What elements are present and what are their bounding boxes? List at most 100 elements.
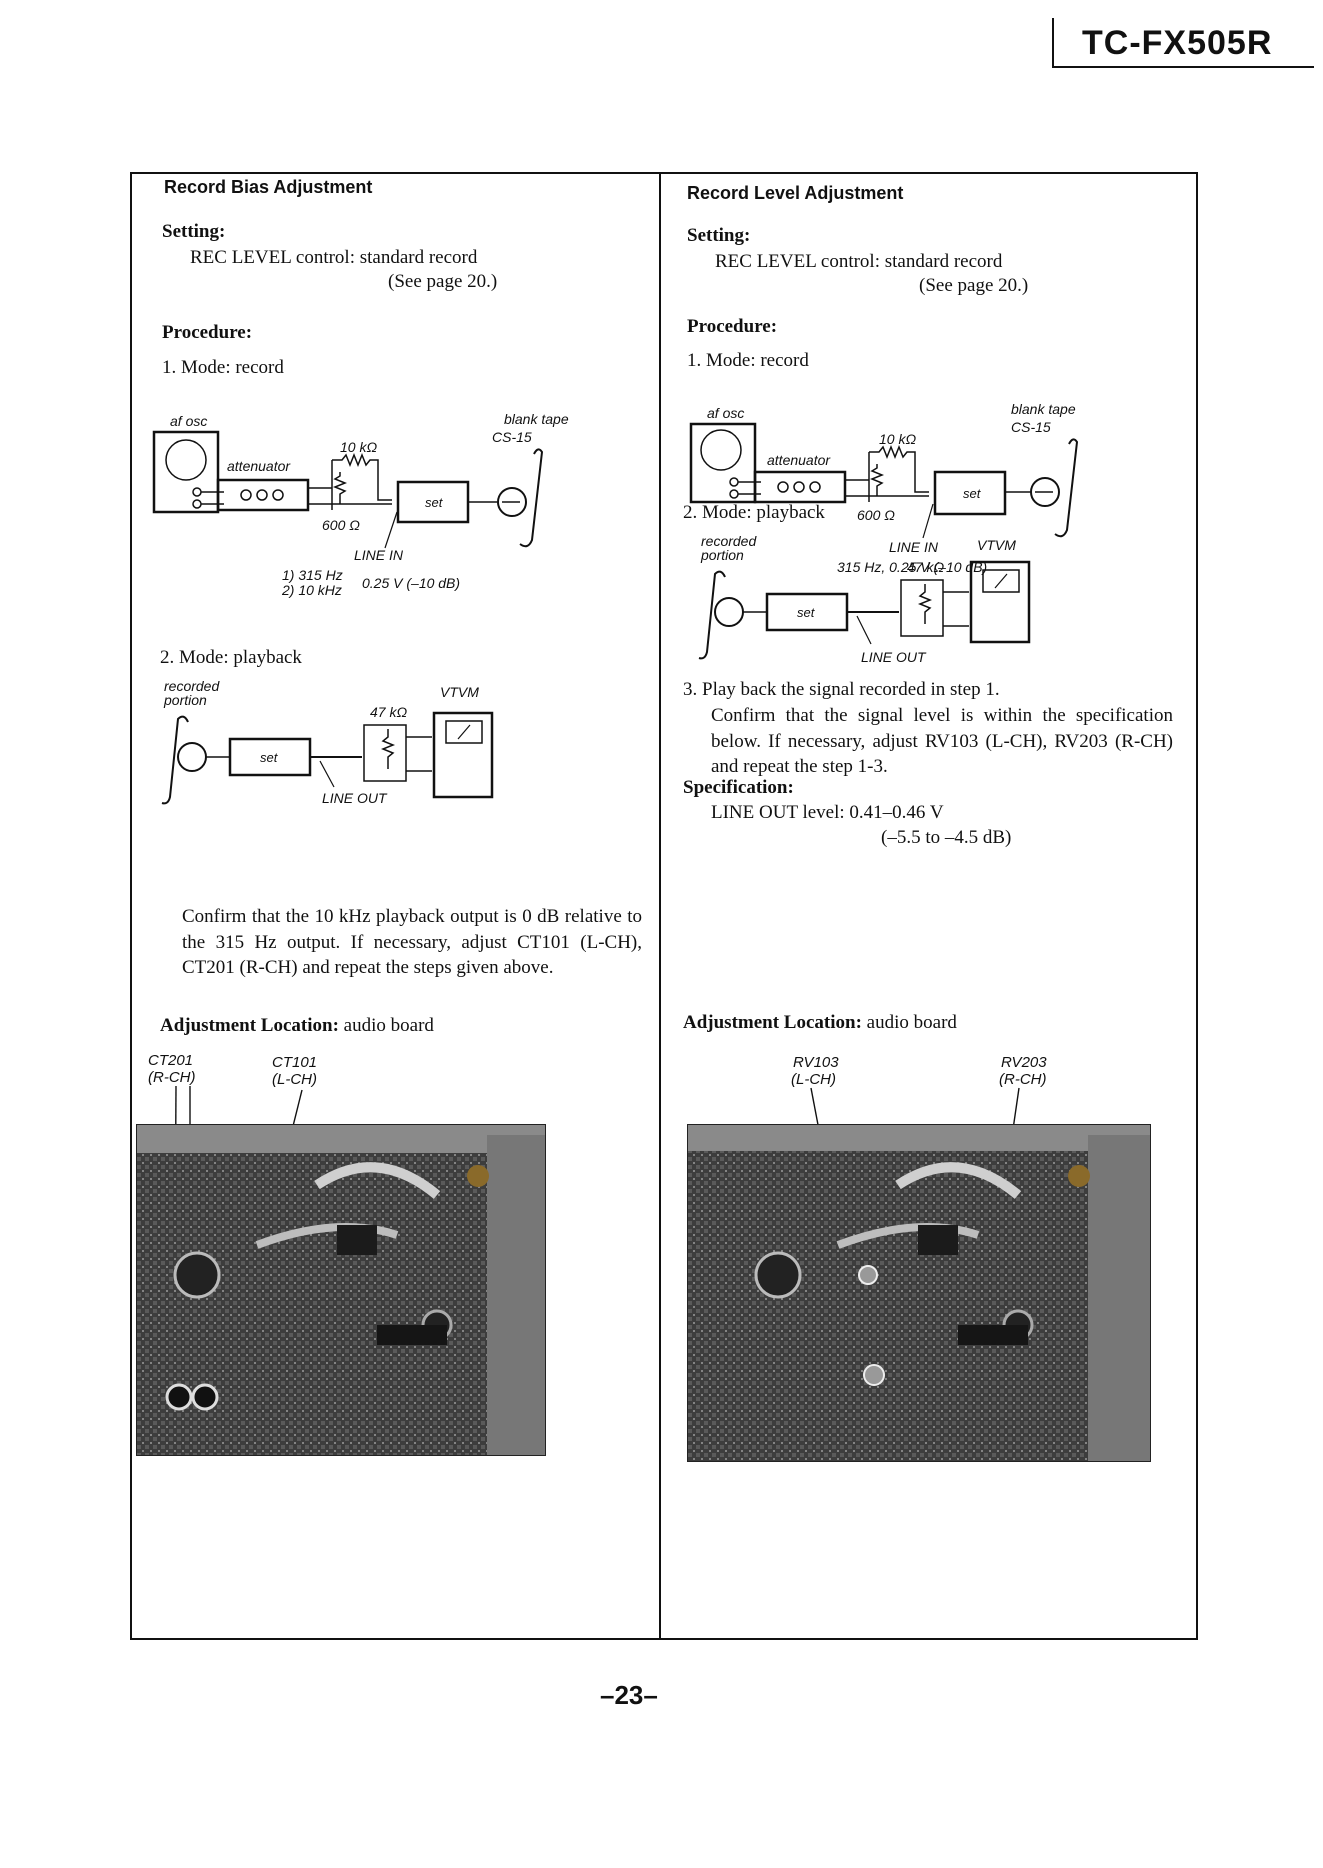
playback-head-icon xyxy=(177,742,207,772)
confirm-text: Confirm that the 10 kHz playback output … xyxy=(182,906,642,978)
content-frame xyxy=(130,172,1198,1640)
model-number: TC-FX505R xyxy=(1052,18,1314,68)
vtvm-box xyxy=(969,560,1031,644)
resistor-10k-label: 10 kΩ xyxy=(879,431,916,447)
oscillator-dial-icon xyxy=(700,429,742,471)
blank-tape-label: blank tape xyxy=(504,411,569,427)
specification-line: LINE OUT level: 0.41–0.46 V xyxy=(711,802,944,823)
setting-line: REC LEVEL control: standard record xyxy=(190,247,478,268)
adjustment-location: Adjustment Location: audio board xyxy=(683,1012,957,1034)
setting-page-ref: (See page 20.) xyxy=(919,275,1029,296)
line-in-label: LINE IN xyxy=(889,539,939,555)
adjustment-location: Adjustment Location: audio board xyxy=(160,1015,434,1037)
record-bias-section: Record Bias Adjustment Setting: REC LEVE… xyxy=(132,172,659,1640)
setting-heading: Setting: xyxy=(162,221,226,242)
record-setup-diagram: af osc attenuator 10 kΩ 600 Ω set blank … xyxy=(689,401,1079,575)
page-number: –23– xyxy=(600,1680,658,1710)
signal-level-label: 0.25 V (–10 dB) xyxy=(362,575,460,591)
procedure-heading: Procedure: xyxy=(162,322,253,343)
step-3: 3. Play back the signal recorded in step… xyxy=(683,679,1000,700)
setting-line: REC LEVEL control: standard record xyxy=(715,251,1003,272)
vtvm-box xyxy=(432,711,494,799)
vtvm-meter-icon xyxy=(982,569,1020,593)
resistor-600-icon xyxy=(869,464,885,496)
callout-rv103: RV103 xyxy=(793,1054,839,1071)
adjustment-location-value: audio board xyxy=(343,1015,434,1036)
vtvm-label: VTVM xyxy=(440,684,479,700)
resistor-10k-label: 10 kΩ xyxy=(340,439,377,455)
resistor-600-icon xyxy=(332,472,348,504)
recorded-label: recorded xyxy=(164,678,220,694)
line-out-label: LINE OUT xyxy=(322,790,388,806)
callout-rv103-channel: (L-CH) xyxy=(791,1071,836,1088)
step-2: 2. Mode: playback xyxy=(683,502,825,523)
frequency-2-label: 2) 10 kHz xyxy=(281,582,342,598)
audio-board-photo xyxy=(687,1124,1151,1462)
record-setup-diagram: af osc attenuator 10 kΩ 600 Ω set blank … xyxy=(152,411,569,598)
recorded-label: recorded xyxy=(701,533,757,549)
resistor-600-label: 600 Ω xyxy=(857,507,895,523)
setting-heading: Setting: xyxy=(687,225,751,246)
frequency-1-label: 1) 315 Hz xyxy=(282,567,343,583)
attenuator-label: attenuator xyxy=(767,452,831,468)
portion-label: portion xyxy=(163,692,207,708)
specification-db: (–5.5 to –4.5 dB) xyxy=(881,827,1012,848)
vtvm-meter-icon xyxy=(445,720,483,744)
recorded-tape-icon xyxy=(161,715,189,805)
step-3-text: Confirm that the signal level is within … xyxy=(711,705,1173,777)
step-1: 1. Mode: record xyxy=(162,357,284,378)
set-box xyxy=(933,470,1007,516)
resistor-10k-icon xyxy=(869,444,929,493)
playback-set-label: set xyxy=(797,605,816,620)
cs15-label: CS-15 xyxy=(492,429,532,445)
adjustment-location-label: Adjustment Location: xyxy=(160,1015,339,1036)
playback-head-icon xyxy=(714,597,744,627)
tape-head-icon xyxy=(497,487,527,517)
step-1: 1. Mode: record xyxy=(687,350,809,371)
callout-ct101-channel: (L-CH) xyxy=(272,1071,317,1088)
resistor-600-label: 600 Ω xyxy=(322,517,360,533)
vtvm-label: VTVM xyxy=(977,537,1016,553)
af-osc-label: af osc xyxy=(707,405,744,421)
portion-label: portion xyxy=(700,547,744,563)
line-out-label: LINE OUT xyxy=(861,649,927,665)
resistor-47k-label: 47 kΩ xyxy=(370,704,407,720)
blank-tape-icon xyxy=(1054,438,1079,538)
attenuator-box xyxy=(753,470,847,504)
column-divider xyxy=(659,172,661,1640)
recorded-tape-icon xyxy=(698,570,726,660)
set-label: set xyxy=(425,495,444,510)
resistor-10k-icon xyxy=(332,452,392,501)
specification-heading: Specification: xyxy=(683,777,794,798)
callout-rv203-channel: (R-CH) xyxy=(999,1071,1047,1088)
tape-head-icon xyxy=(1030,477,1060,507)
af-osc-label: af osc xyxy=(170,413,207,429)
setting-page-ref: (See page 20.) xyxy=(388,271,498,292)
line-in-label: LINE IN xyxy=(354,547,404,563)
oscillator-dial-icon xyxy=(165,439,207,481)
signal-level-label: 315 Hz, 0.25 V (–10 dB) xyxy=(837,559,987,575)
resistor-47k-label: 47 kΩ xyxy=(907,559,944,575)
callout-ct201: CT201 xyxy=(148,1052,194,1069)
step-2: 2. Mode: playback xyxy=(160,647,302,668)
resistor-47k-icon xyxy=(917,584,933,624)
blank-tape-label: blank tape xyxy=(1011,401,1076,417)
attenuator-box xyxy=(216,478,310,512)
record-level-section: Record Level Adjustment Setting: REC LEV… xyxy=(661,172,1196,1640)
oscillator-box xyxy=(689,422,757,504)
oscillator-box xyxy=(152,430,220,514)
procedure-heading: Procedure: xyxy=(687,316,778,337)
playback-setup-diagram: recorded portion set 47 kΩ VTVM LINE OUT xyxy=(161,678,494,806)
callout-ct201-channel: (R-CH) xyxy=(148,1069,196,1086)
playback-set-label: set xyxy=(260,750,279,765)
section-title: Record Level Adjustment xyxy=(687,183,904,203)
blank-tape-icon xyxy=(519,448,544,548)
cs15-label: CS-15 xyxy=(1011,419,1051,435)
callout-ct101: CT101 xyxy=(272,1054,318,1071)
adjustment-location-value: audio board xyxy=(866,1012,957,1033)
section-title: Record Bias Adjustment xyxy=(164,177,373,197)
playback-setup-diagram: recorded portion set 47 kΩ VTVM LINE OUT xyxy=(698,533,1031,665)
callout-rv203: RV203 xyxy=(1001,1054,1047,1071)
audio-board-photo xyxy=(136,1124,546,1456)
adjustment-location-label: Adjustment Location: xyxy=(683,1012,862,1033)
